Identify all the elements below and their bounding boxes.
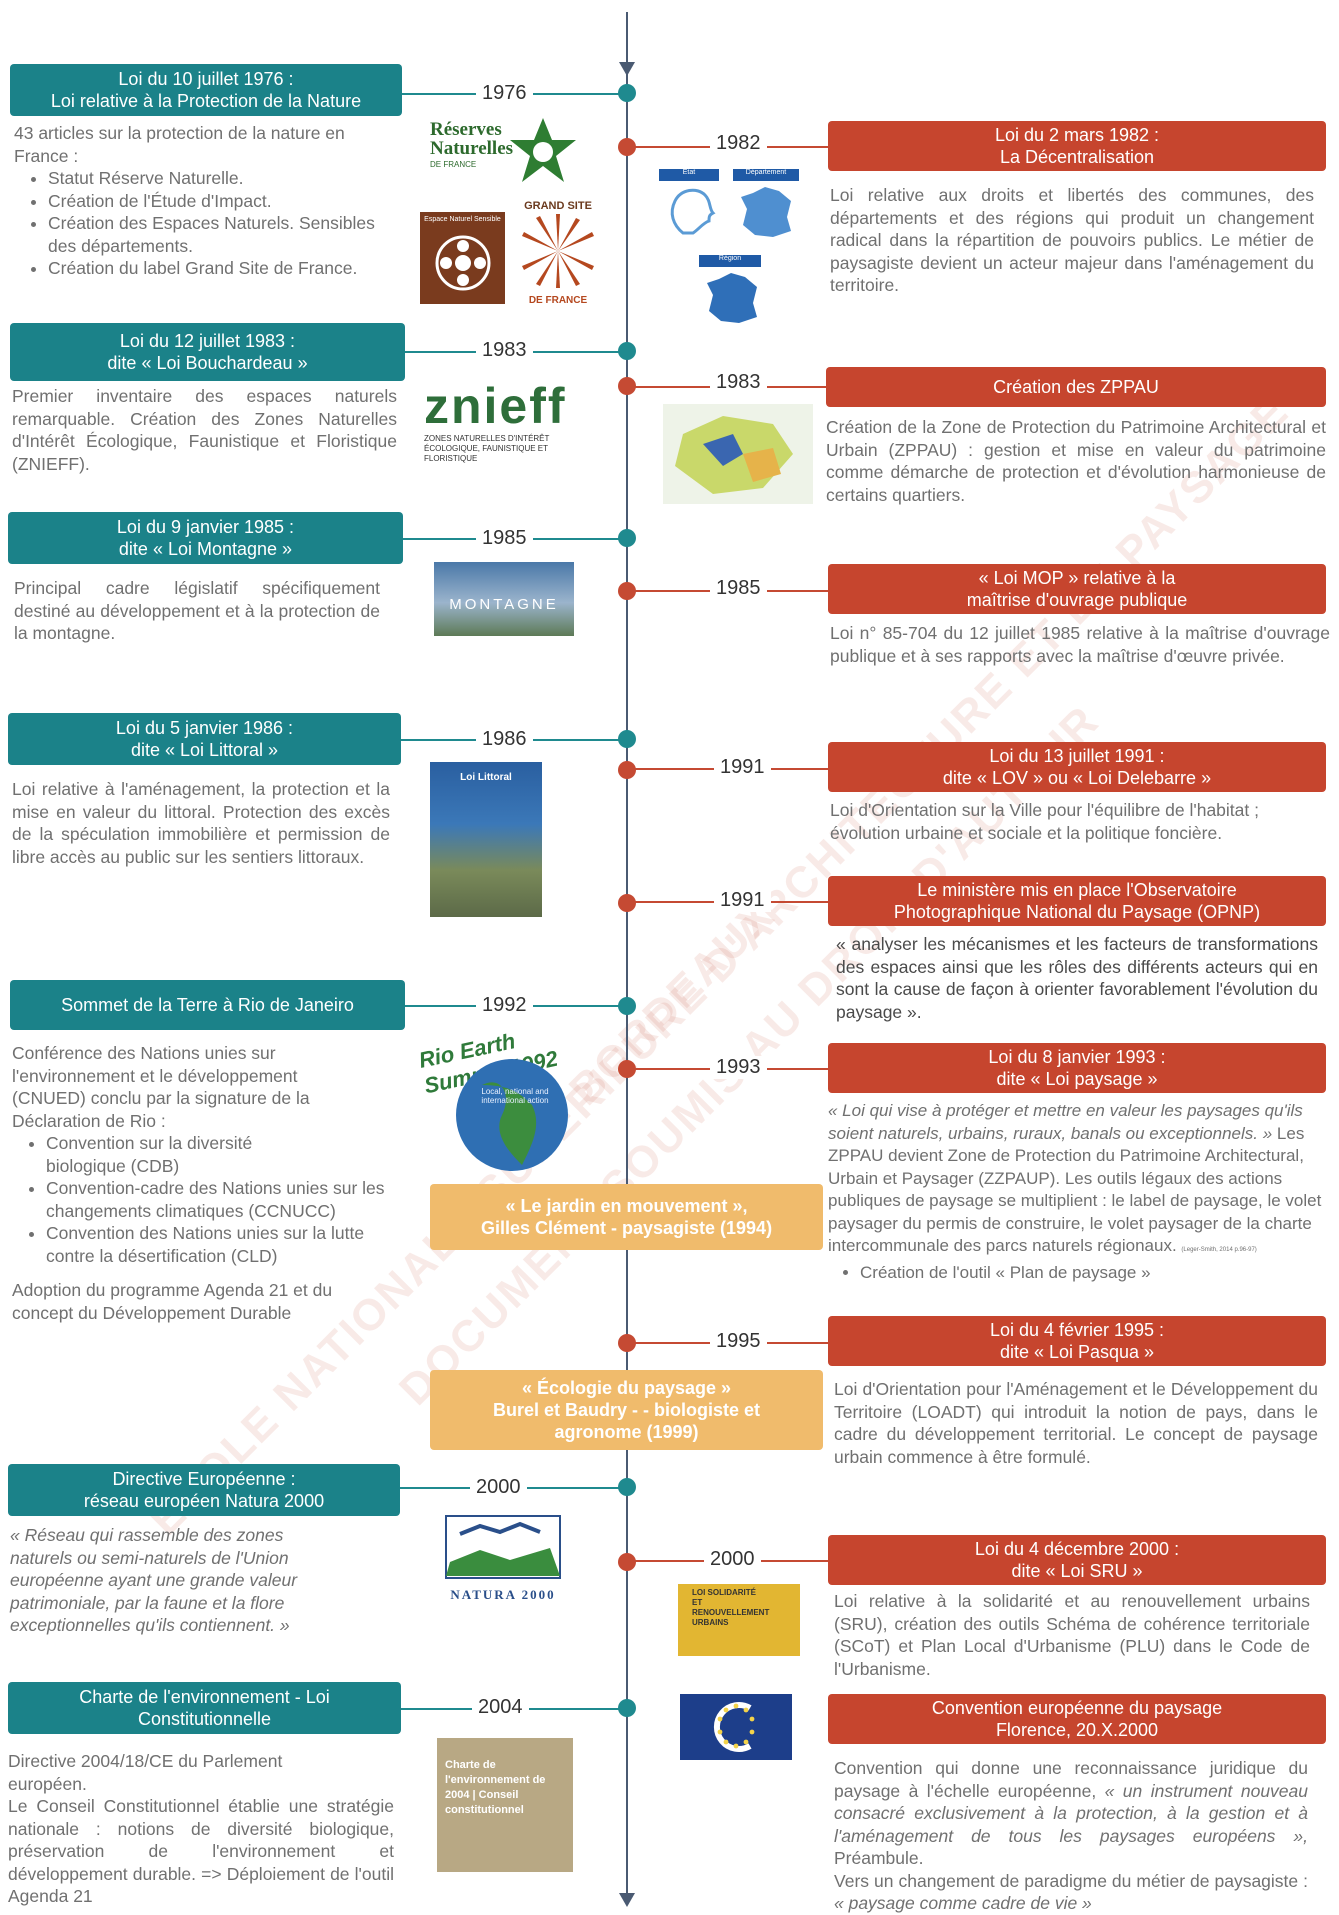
- timeline-dot-1991-a: [618, 761, 636, 779]
- timeline-dot-1986: [618, 730, 636, 748]
- text-1983-left: Premier inventaire des espaces naturels …: [12, 386, 397, 474]
- right-title-1991-opnp: Le ministère mis en place l'Observatoire…: [828, 876, 1326, 926]
- left-title-1985: Loi du 9 janvier 1985 :dite « Loi Montag…: [8, 512, 403, 564]
- france-departments-map: [741, 187, 791, 237]
- year-1991-b: 1991: [714, 889, 771, 912]
- timeline-dot-1982: [618, 138, 636, 156]
- left-title-1986: Loi du 5 janvier 1986 :dite « Loi Littor…: [8, 713, 401, 765]
- text-1982: Loi relative aux droits et libertés des …: [830, 185, 1314, 295]
- decentralisation-maps: État Département Région: [655, 167, 805, 352]
- year-1982: 1982: [710, 132, 767, 155]
- council-of-europe-logo: [680, 1694, 792, 1760]
- text-1991-lov: Loi d'Orientation sur la Ville pour l'éq…: [830, 800, 1259, 843]
- timeline-dot-1983: [618, 342, 636, 360]
- timeline-dot-1983-right: [618, 377, 636, 395]
- espace-naturel-sensible-logo: Espace Naturel Sensible: [420, 212, 505, 304]
- map-dept-label: Département: [733, 169, 799, 181]
- text-2000-left: « Réseau qui rassemble des zones naturel…: [10, 1525, 298, 1635]
- european-stars-icon: [713, 1702, 755, 1752]
- text-1986: Loi relative à l'aménagement, la protect…: [12, 779, 390, 867]
- text-2000-right: Loi relative à la solidarité et au renou…: [834, 1591, 1310, 1679]
- axis-arrow-top: [619, 62, 635, 76]
- year-1985-left: 1985: [476, 527, 533, 550]
- right-title-1983: Création des ZPPAU: [826, 367, 1326, 407]
- timeline-dot-1985-right: [618, 582, 636, 600]
- timeline-axis: [626, 12, 628, 1897]
- axis-arrow-bottom: [619, 1893, 635, 1907]
- grand-site-de-france-logo: GRAND SITE DE FRANCE: [520, 200, 596, 310]
- map-etat-label: État: [659, 169, 719, 181]
- year-2000-left: 2000: [470, 1476, 527, 1499]
- year-1983-right: 1983: [710, 371, 767, 394]
- text-1985-right: Loi n° 85-704 du 12 juillet 1985 relativ…: [830, 623, 1330, 666]
- year-1983-left: 1983: [476, 339, 533, 362]
- left-title-1983: Loi du 12 juillet 1983 :dite « Loi Bouch…: [10, 323, 405, 381]
- right-title-1993: Loi du 8 janvier 1993 :dite « Loi paysag…: [828, 1043, 1326, 1093]
- right-title-1995: Loi du 4 février 1995 :dite « Loi Pasqua…: [828, 1316, 1326, 1366]
- timeline-dot-1992: [618, 997, 636, 1015]
- map-region-label: Région: [699, 255, 761, 267]
- loi-sru-image: LOI SOLIDARITÉ ET RENOUVELLEMENT URBAINS: [678, 1584, 800, 1656]
- right-title-1982: Loi du 2 mars 1982 :La Décentralisation: [828, 121, 1326, 171]
- year-1993: 1993: [710, 1056, 767, 1079]
- star-leaf-icon: [510, 118, 576, 182]
- text-1993: « Loi qui vise à protéger et mettre en v…: [828, 1100, 1332, 1284]
- year-1976: 1976: [476, 82, 533, 105]
- left-title-1976: Loi du 10 juillet 1976 :Loi relative à l…: [10, 64, 402, 116]
- text-1985-left: Principal cadre législatif spécifiquemen…: [14, 578, 380, 643]
- timeline-dot-1985: [618, 529, 636, 547]
- sunburst-icon: [522, 214, 594, 288]
- timeline-dot-1976: [618, 84, 636, 102]
- text-1992: Conférence des Nations unies sur l'envir…: [12, 1042, 390, 1324]
- montagne-image: MONTAGNE: [434, 562, 574, 636]
- text-convention: Convention qui donne une reconnaissance …: [834, 1758, 1308, 1913]
- flower-icon: [435, 235, 491, 291]
- rio-earth-summit-logo: Rio Earth Summit 1992 Local, national an…: [412, 1025, 602, 1175]
- text-1995: Loi d'Orientation pour l'Aménagement et …: [834, 1379, 1318, 1467]
- charte-environnement-image: Charte de l'environnement de 2004 | Cons…: [437, 1738, 573, 1872]
- timeline-dot-1995: [618, 1334, 636, 1352]
- left-title-1992: Sommet de la Terre à Rio de Janeiro: [10, 980, 405, 1030]
- left-title-2000: Directive Européenne :réseau européen Na…: [8, 1464, 400, 1516]
- center-box-ecologie: « Écologie du paysage »Burel et Baudry -…: [430, 1370, 823, 1450]
- timeline-dot-1991-b: [618, 894, 636, 912]
- year-2004: 2004: [472, 1696, 529, 1719]
- timeline-dot-2000-right: [618, 1553, 636, 1571]
- year-1995: 1995: [710, 1330, 767, 1353]
- center-box-jardin: « Le jardin en mouvement »,Gilles Clémen…: [430, 1184, 823, 1250]
- timeline-dot-2000: [618, 1478, 636, 1496]
- globe-icon: [456, 1059, 568, 1171]
- text-2004: Directive 2004/18/CE du Parlement europé…: [8, 1751, 394, 1906]
- birds-landscape-icon: [445, 1515, 561, 1579]
- year-1992: 1992: [476, 994, 533, 1017]
- timeline-dot-1993: [618, 1060, 636, 1078]
- zppau-map: [663, 404, 813, 504]
- timeline-dot-2004: [618, 1699, 636, 1717]
- znieff-logo: znieff ZONES NATURELLES D'INTÉRÊT ÉCOLOG…: [424, 378, 567, 463]
- year-1991-a: 1991: [714, 756, 771, 779]
- face-profile-icon: [670, 188, 716, 235]
- text-1991-opnp: « analyser les mécanismes et les facteur…: [836, 934, 1318, 1022]
- text-1976: 43 articles sur la protection de la natu…: [14, 122, 384, 280]
- year-1985-right: 1985: [710, 577, 767, 600]
- year-1986: 1986: [476, 728, 533, 751]
- loi-littoral-image: Loi Littoral: [430, 762, 542, 917]
- reserves-naturelles-logo: Réserves Naturelles DE FRANCE: [430, 118, 580, 200]
- text-1983-right: Création de la Zone de Protection du Pat…: [826, 417, 1326, 505]
- france-regions-map: [707, 273, 757, 323]
- year-2000-right: 2000: [704, 1548, 761, 1571]
- natura-2000-logo: NATURA 2000: [440, 1512, 566, 1604]
- right-title-2000: Loi du 4 décembre 2000 :dite « Loi SRU »: [828, 1535, 1326, 1585]
- right-title-1991-lov: Loi du 13 juillet 1991 :dite « LOV » ou …: [828, 742, 1326, 792]
